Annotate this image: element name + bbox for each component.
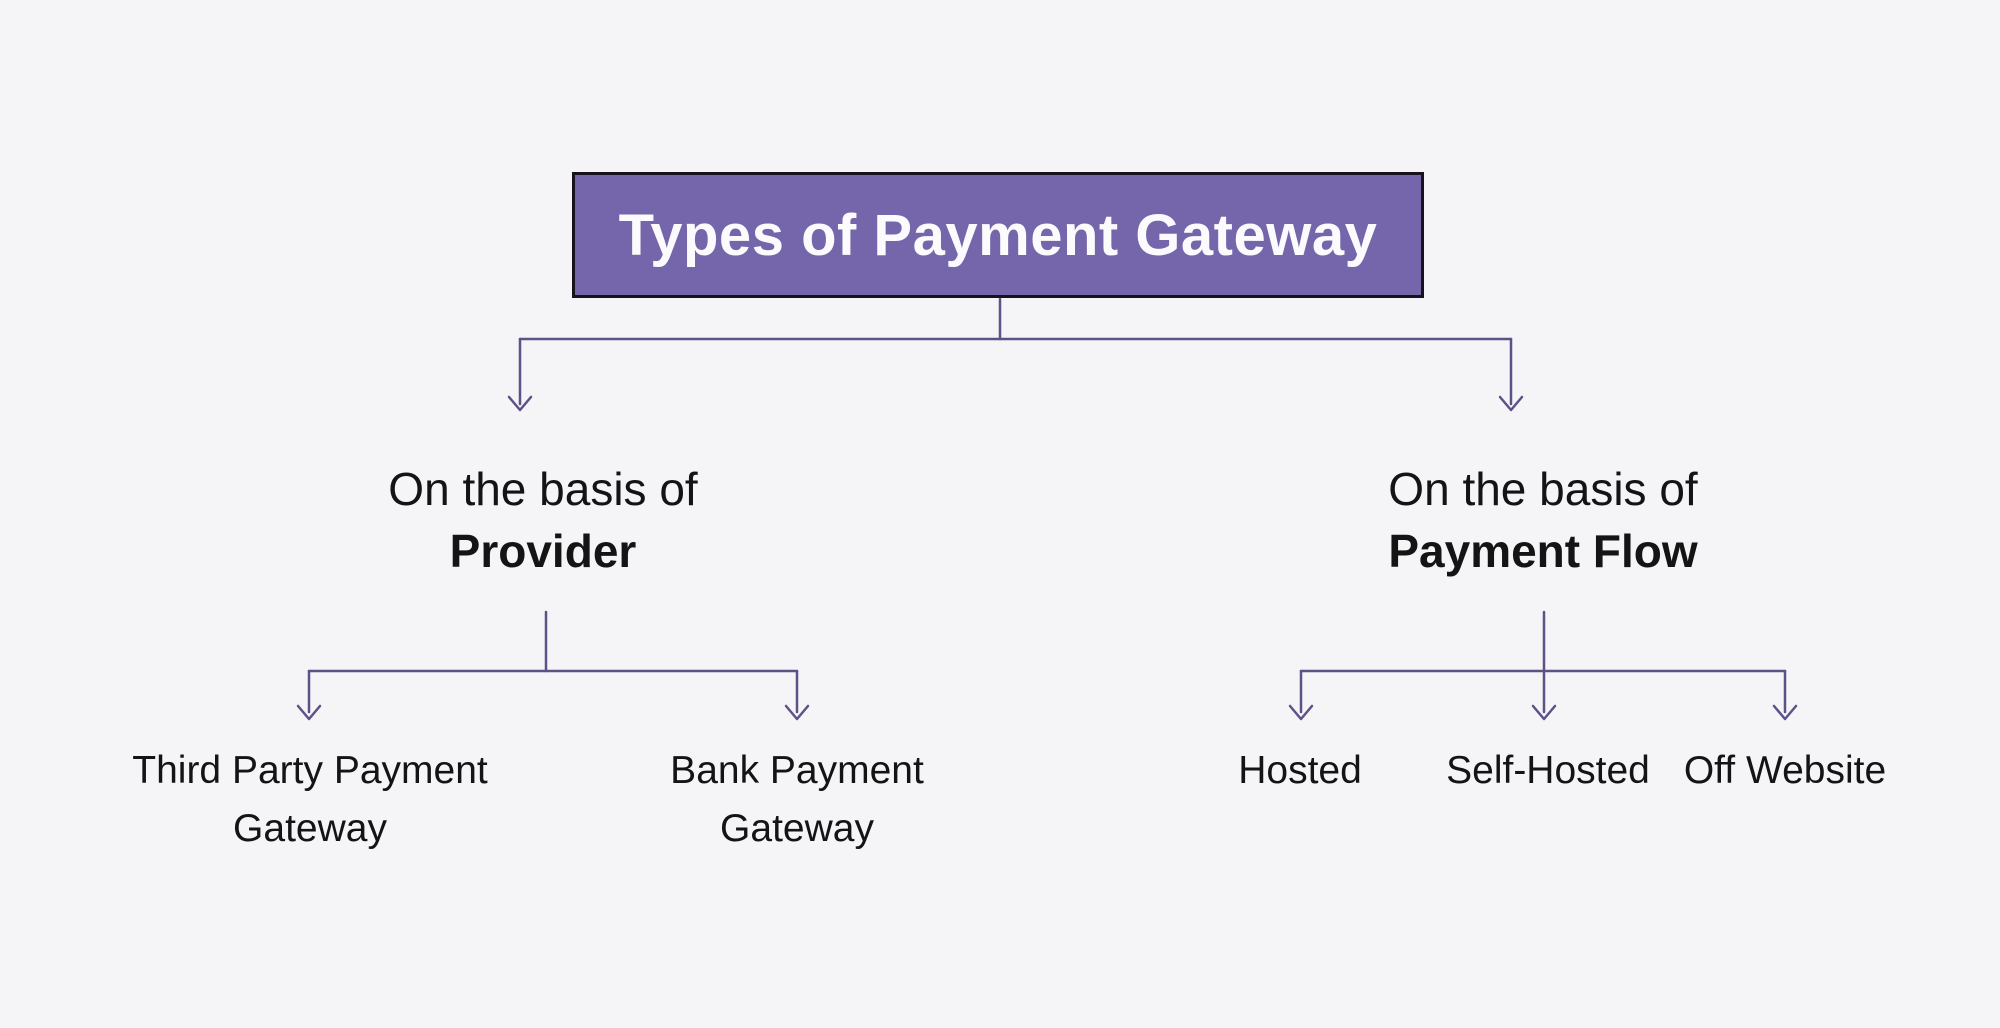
leaf-node-off-website: Off Website: [1684, 742, 1886, 800]
root-node-title: Types of Payment Gateway: [618, 202, 1378, 268]
leaf-label-line: Hosted: [1238, 749, 1362, 792]
arrow-down-icon: [1531, 704, 1557, 721]
leaf-node-hosted: Hosted: [1238, 742, 1362, 800]
leaf-label-line: Third Party Payment: [132, 749, 488, 792]
leaf-node-third-party-payment-gateway: Third Party Payment Gateway: [132, 742, 487, 858]
branch-node-payment-flow: On the basis of Payment Flow: [1388, 458, 1697, 582]
leaf-label-line: Gateway: [233, 807, 387, 850]
branch-node-provider: On the basis of Provider: [388, 458, 697, 582]
arrow-down-icon: [296, 704, 322, 721]
arrow-down-icon: [1772, 704, 1798, 721]
branch-prefix-text: On the basis of: [388, 463, 698, 515]
level2-right-connector: [1288, 610, 1798, 721]
leaf-label-line: Self-Hosted: [1446, 749, 1650, 792]
branch-name-text: Payment Flow: [1388, 525, 1698, 577]
arrow-down-icon: [784, 704, 810, 721]
leaf-node-bank-payment-gateway: Bank Payment Gateway: [670, 742, 924, 858]
arrow-down-icon: [507, 395, 533, 412]
leaf-label-line: Bank Payment: [670, 749, 924, 792]
branch-name-text: Provider: [449, 525, 637, 577]
leaf-node-self-hosted: Self-Hosted: [1446, 742, 1650, 800]
level1-connector: [507, 297, 1524, 412]
branch-prefix-text: On the basis of: [1388, 463, 1698, 515]
arrow-down-icon: [1498, 395, 1524, 412]
level2-left-connector: [296, 610, 810, 721]
arrow-down-icon: [1288, 704, 1314, 721]
root-node-types-of-payment-gateway: Types of Payment Gateway: [572, 172, 1424, 298]
leaf-label-line: Off Website: [1683, 749, 1887, 792]
leaf-label-line: Gateway: [720, 807, 874, 850]
